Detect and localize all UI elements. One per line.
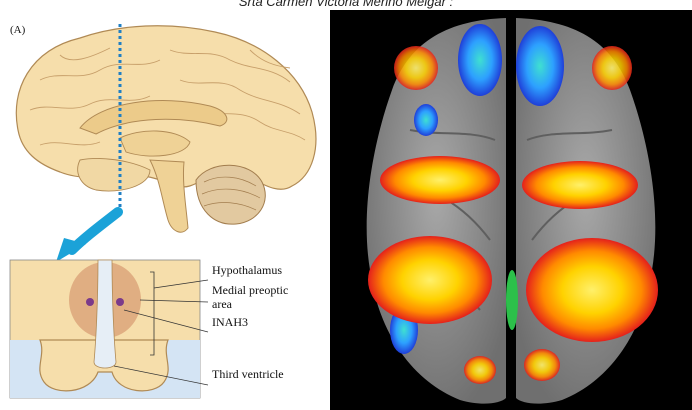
fmri-activation-panel: [330, 10, 692, 410]
cerebellum: [196, 165, 265, 224]
inah3-nucleus-left: [86, 298, 94, 306]
activation-hot-parietal-left: [368, 236, 492, 324]
activation-hot-occipital-right: [524, 349, 560, 381]
activation-hot-parietal-right: [526, 238, 658, 342]
activation-hot-top-right: [592, 46, 632, 90]
label-medial-preoptic-line2: area: [212, 298, 232, 311]
activation-blue-frontal-right: [516, 26, 564, 106]
panel-label-a: (A): [10, 24, 25, 37]
brain-diagram-panel: (A) Hypothalamus Medial preoptic area IN…: [0, 10, 330, 410]
activation-hot-frontal-right: [522, 161, 638, 209]
label-hypothalamus: Hypothalamus: [212, 264, 282, 277]
label-third-ventricle: Third ventricle: [212, 368, 284, 381]
activation-hot-frontal-left: [380, 156, 500, 204]
activation-blue-small-left: [414, 104, 438, 136]
activation-hot-top-left: [394, 46, 438, 90]
activation-green-midline: [506, 270, 518, 330]
image-caption: Srta Carmen Victoria Merino Melgar :: [0, 0, 692, 9]
brainstem: [150, 160, 188, 232]
fmri-brain-svg: [330, 10, 692, 410]
label-medial-preoptic-line1: Medial preoptic: [212, 284, 288, 297]
label-inah3: INAH3: [212, 316, 248, 329]
activation-hot-occipital-left: [464, 356, 496, 384]
brain-diagram-svg: [0, 10, 330, 410]
inah3-nucleus-right: [116, 298, 124, 306]
activation-blue-frontal-left: [458, 24, 502, 96]
